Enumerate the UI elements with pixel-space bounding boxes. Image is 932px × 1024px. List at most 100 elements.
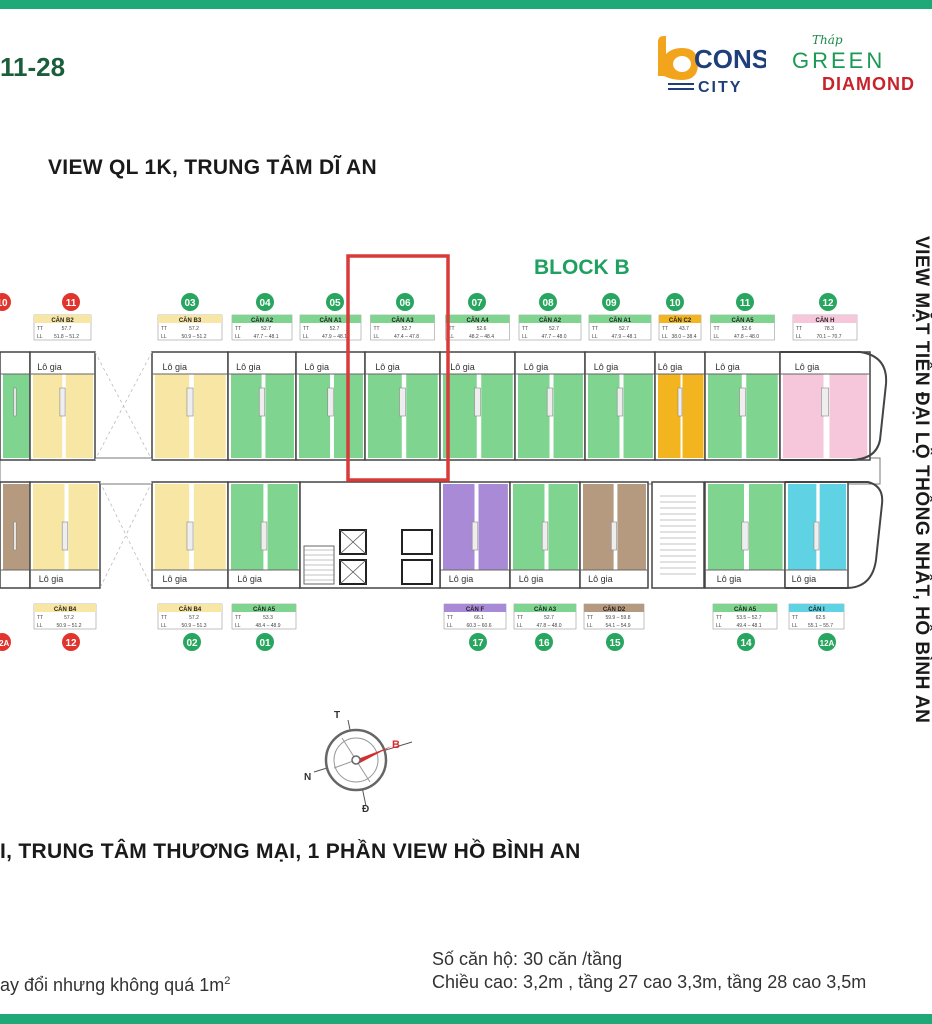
top-accent-bar — [0, 0, 932, 9]
bottom-unit-type: CĂN B4 — [54, 606, 77, 613]
top-unit-ll: 47.7 – 48.1 — [253, 334, 278, 340]
ll-label: LL — [662, 334, 668, 340]
top-unit-type: CĂN B3 — [179, 317, 202, 324]
top-unit-badge — [256, 293, 274, 311]
top-unit-type: CĂN A2 — [539, 317, 562, 324]
bottom-unit-ll: 48.4 – 48.9 — [255, 623, 280, 629]
bottom-unit-tt: 59.9 – 59.8 — [605, 615, 630, 621]
top-unit-info-header — [158, 315, 222, 323]
bottom-unit-badge — [469, 633, 487, 651]
end-unit-curve-top — [780, 351, 888, 461]
ll-label: LL — [587, 623, 593, 629]
top-unit-room-a — [658, 374, 681, 458]
bottom-unit-number: 14 — [740, 638, 752, 649]
balcony-label: Lô gia — [237, 574, 262, 584]
top-unit-type: CĂN C2 — [669, 317, 692, 324]
top-unit-room-b — [682, 374, 704, 458]
void-brace — [94, 351, 153, 461]
bottom-unit-type: CĂN A5 — [734, 606, 757, 613]
top-unit-type: CĂN A2 — [251, 317, 274, 324]
bottom-unit-wc — [186, 521, 194, 551]
ll-label: LL — [447, 623, 453, 629]
top-unit-ll: 47.7 – 48.0 — [541, 334, 566, 340]
top-unit-tt: 52.6 — [742, 326, 752, 332]
bottom-unit-wc — [260, 521, 268, 551]
top-unit-room-b — [746, 374, 778, 458]
top-unit-type: CĂN A1 — [609, 317, 632, 324]
bottom-unit-room-a — [33, 484, 65, 570]
bottom-unit-info-header — [713, 604, 777, 612]
floor-range-title: 11-28 — [0, 52, 66, 82]
bottom-unit-room-b — [193, 484, 226, 570]
area-note-sup: 2 — [224, 975, 231, 987]
top-unit-type: CĂN A5 — [731, 317, 754, 324]
top-unit-room-a — [368, 374, 402, 458]
ll-label: LL — [792, 623, 798, 629]
top-unit-number: 11 — [66, 298, 77, 309]
top-unit-room-b — [623, 374, 653, 458]
bottom-unit-badge — [606, 633, 624, 651]
elevator-cross — [339, 559, 367, 585]
bcons-city-logo: CONS CITY — [658, 36, 766, 94]
compass-north: T — [334, 710, 340, 721]
ll-label: LL — [449, 334, 455, 340]
bottom-unit-wc — [610, 521, 618, 551]
bottom-unit-wc — [741, 521, 749, 551]
bottom-unit-wc — [813, 521, 820, 551]
tt-label: TT — [716, 615, 722, 621]
top-unit-badge — [736, 293, 754, 311]
top-unit-badge — [666, 293, 684, 311]
top-unit-type: CĂN A4 — [466, 317, 489, 324]
bottom-unit-room-a — [231, 484, 264, 570]
top-unit-number: 08 — [542, 298, 554, 309]
bottom-unit-room-a — [443, 484, 475, 570]
gd-word-diamond: DIAMOND — [822, 74, 915, 94]
top-unit-ll: 38.0 – 38.4 — [671, 334, 696, 340]
bottom-unit-room-b — [749, 484, 783, 570]
bottom-unit-ll: 47.8 – 48.0 — [536, 623, 561, 629]
tt-label: TT — [235, 615, 241, 621]
top-unit-badge — [539, 293, 557, 311]
top-unit-room-a — [33, 374, 63, 458]
balcony-label: Lô gia — [715, 362, 740, 372]
bottom-unit-badge — [0, 633, 11, 651]
view-top-label: VIEW QL 1K, TRUNG TÂM DĨ AN — [48, 156, 377, 179]
void-brace — [99, 481, 153, 589]
top-unit-info-header — [519, 315, 581, 323]
top-unit-info-header — [34, 315, 91, 323]
bottom-unit-tt: 62.5 — [816, 615, 826, 621]
bottom-unit-info-header — [158, 604, 222, 612]
top-unit-room-a — [783, 374, 824, 458]
top-unit-info-header — [370, 315, 435, 323]
top-unit-wc — [399, 387, 406, 417]
bottom-unit-type: CĂN I — [808, 606, 825, 613]
balcony-label: Lô gia — [163, 574, 188, 584]
ll-label: LL — [522, 334, 528, 340]
top-unit-room-a — [708, 374, 742, 458]
bottom-unit-info-header — [232, 604, 296, 612]
top-unit-room-a — [518, 374, 550, 458]
balcony-label: Lô gia — [449, 574, 474, 584]
top-unit-info-header — [300, 315, 361, 323]
ll-label: LL — [517, 623, 523, 629]
ll-label: LL — [592, 334, 598, 340]
bottom-unit-room-b — [478, 484, 508, 570]
compass-south: Đ — [362, 804, 369, 815]
top-unit-room-b — [481, 374, 513, 458]
bottom-unit-badge — [183, 633, 201, 651]
bottom-unit-ll: 50.9 – 51.2 — [56, 623, 81, 629]
top-unit-wc — [474, 387, 481, 417]
bottom-unit-number: 16 — [538, 638, 550, 649]
bottom-unit-number: 15 — [609, 638, 621, 649]
bottom-unit-badge — [737, 633, 755, 651]
top-unit-badge — [396, 293, 414, 311]
top-unit-wc — [13, 387, 17, 417]
ll-label: LL — [716, 623, 722, 629]
bottom-unit-type: CĂN D2 — [603, 606, 626, 613]
ll-label: LL — [374, 334, 380, 340]
bcons-b-hole — [673, 56, 691, 72]
top-unit-number: 05 — [329, 298, 341, 309]
top-unit-number: 07 — [471, 298, 483, 309]
top-unit-room-a — [299, 374, 331, 458]
